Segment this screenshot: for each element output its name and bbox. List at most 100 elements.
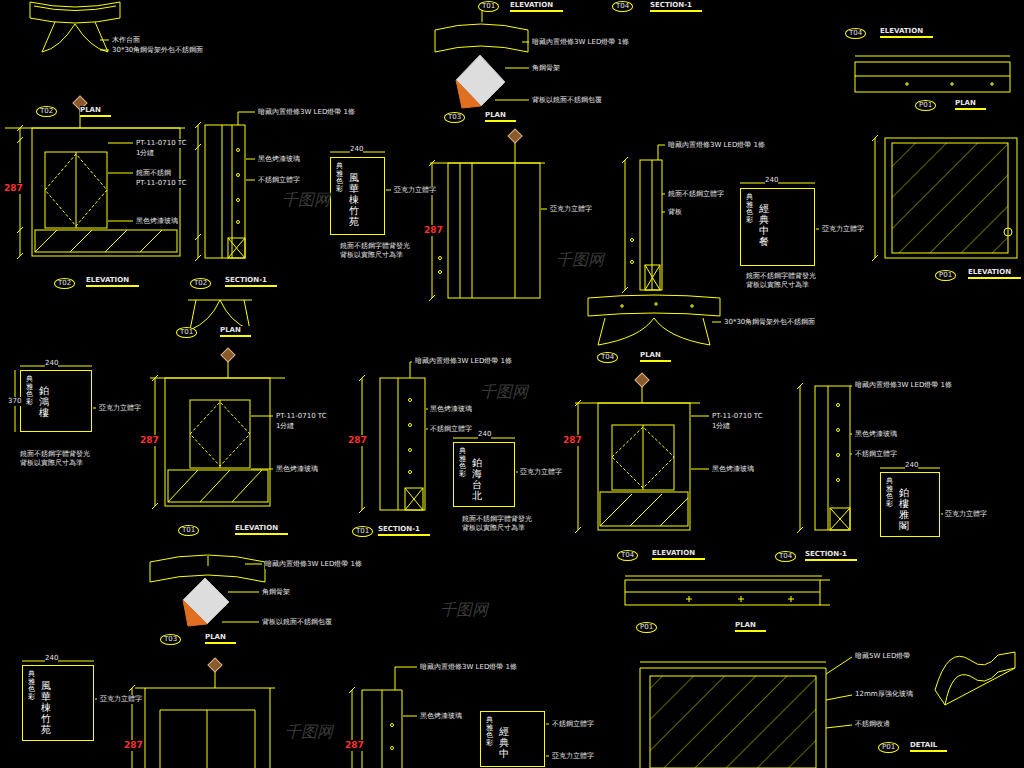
- annotation: 角鋼骨架: [532, 64, 560, 73]
- wall-section: [409, 471, 412, 474]
- dimension-text: 287: [345, 740, 364, 751]
- bar-plan: [625, 576, 822, 577]
- annotation: 30*30角鋼骨架外包不銹鋼面: [724, 318, 815, 327]
- leader-line: [546, 756, 549, 757]
- kiosk-plan: [228, 592, 259, 593]
- glass-elevation: [640, 668, 826, 768]
- door-elevation: [598, 403, 690, 530]
- wall-section: [837, 454, 840, 457]
- annotation: 12mm厚強化玻璃: [855, 690, 913, 699]
- wall-section: [815, 386, 850, 530]
- kiosk-plan: [222, 622, 259, 623]
- wall-section: [237, 149, 240, 152]
- annotation: PT-11-0710 TC: [712, 412, 763, 421]
- kiosk-plan: [208, 556, 209, 566]
- dimension-text: 240: [45, 654, 58, 663]
- view-tag: T03: [444, 112, 465, 123]
- door-elevation: [108, 143, 133, 144]
- dimension-line: [15, 366, 96, 432]
- annotation: 1分縫: [712, 422, 730, 431]
- sign-subtitle: 典雅色彩: [26, 376, 33, 407]
- panel-elevation: [472, 163, 473, 298]
- door-elevation: [575, 400, 581, 533]
- wall-section: [237, 221, 240, 224]
- bar-plan: [625, 592, 820, 593]
- door-elevation: [600, 492, 688, 526]
- door-elevation: [35, 230, 177, 252]
- door-elevation: [575, 385, 709, 533]
- wall-section: [222, 125, 223, 258]
- kiosk-plan: [456, 80, 481, 108]
- sign-panel: 典雅色彩鉑樓雅閣: [880, 472, 940, 537]
- view-tag: T02: [36, 106, 57, 117]
- bar-plan: [625, 580, 820, 605]
- view-tag: T04: [775, 551, 796, 562]
- wall-section: [391, 747, 394, 750]
- bar-plan: [855, 76, 1010, 77]
- counter-plan: [100, 40, 109, 41]
- panel-elevation: [515, 163, 516, 298]
- sign-name: 經典中: [499, 726, 509, 759]
- sign-name: 風華棟竹苑: [41, 680, 51, 735]
- panel-elevation: [429, 140, 547, 301]
- annotation: 背板以實際尺寸為準: [462, 524, 525, 533]
- panel-elevation: [129, 685, 135, 691]
- annotation: 背板以鏡面不銹鋼包覆: [532, 96, 602, 105]
- wall-section: [622, 157, 628, 293]
- bar-plan: [855, 62, 1010, 92]
- counter-plan: [100, 50, 109, 51]
- annotation: 暗藏內置燈條3W LED燈帶 1條: [668, 141, 765, 150]
- door-elevation: [45, 152, 107, 228]
- annotation: 黑色烤漆玻璃: [430, 405, 472, 414]
- counter-plan: [703, 318, 710, 345]
- view-tag: T01: [178, 525, 199, 536]
- wall-section: [405, 488, 423, 510]
- cad-drawing: [5, 2, 1017, 768]
- glass-elevation: [872, 135, 1017, 261]
- bar-plan: [625, 576, 830, 605]
- door-elevation: [251, 469, 273, 470]
- sign-subtitle: 典雅色彩: [486, 717, 493, 748]
- wall-section: [405, 488, 423, 510]
- counter-plan: [34, 6, 116, 11]
- wall-section: [640, 160, 662, 290]
- annotation: 亞克力立體字: [99, 404, 141, 413]
- view-tag: T01: [352, 526, 373, 537]
- view-title: SECTION-1: [225, 276, 277, 287]
- view-title: PLAN: [485, 111, 516, 122]
- counter-plan: [598, 318, 605, 345]
- wall-section: [797, 383, 852, 533]
- kiosk-plan: [245, 564, 262, 565]
- watermark: 千图网: [480, 382, 528, 402]
- wall-section: [380, 378, 425, 510]
- annotation: 暗藏內置燈條3W LED燈帶 1條: [855, 381, 952, 390]
- sign-panel: 典雅色彩風華棟竹苑: [22, 665, 94, 741]
- annotation: 不銹鋼立體字: [258, 176, 300, 185]
- annotation: 鏡面不銹鋼立體字: [668, 190, 724, 199]
- wall-section: [426, 409, 428, 410]
- wall-section: [409, 449, 412, 452]
- watermark: 千图网: [440, 600, 488, 620]
- sign-subtitle: 典雅色彩: [336, 163, 343, 194]
- panel-elevation: [439, 257, 442, 260]
- door-elevation: [76, 152, 77, 228]
- wall-section: [645, 265, 660, 290]
- glass-elevation: [826, 695, 852, 700]
- wall-section: [403, 716, 417, 717]
- detail-drawing: [935, 652, 1015, 705]
- dimension-text: 240: [765, 176, 778, 185]
- wall-section: [409, 399, 412, 402]
- wall-section: [830, 508, 850, 530]
- glass-elevation: [650, 676, 816, 768]
- wall-section: [395, 667, 417, 690]
- wall-section: [837, 479, 840, 482]
- dimension-text: 287: [124, 740, 143, 751]
- kiosk-plan: [183, 600, 207, 626]
- door-elevation: [220, 400, 221, 468]
- door-elevation: [168, 470, 268, 502]
- counter-plan: [30, 2, 120, 52]
- annotation: 黑色烤漆玻璃: [712, 465, 754, 474]
- wall-section: [837, 404, 840, 407]
- bar-plan: [686, 596, 794, 602]
- watermark: 千图网: [282, 190, 330, 210]
